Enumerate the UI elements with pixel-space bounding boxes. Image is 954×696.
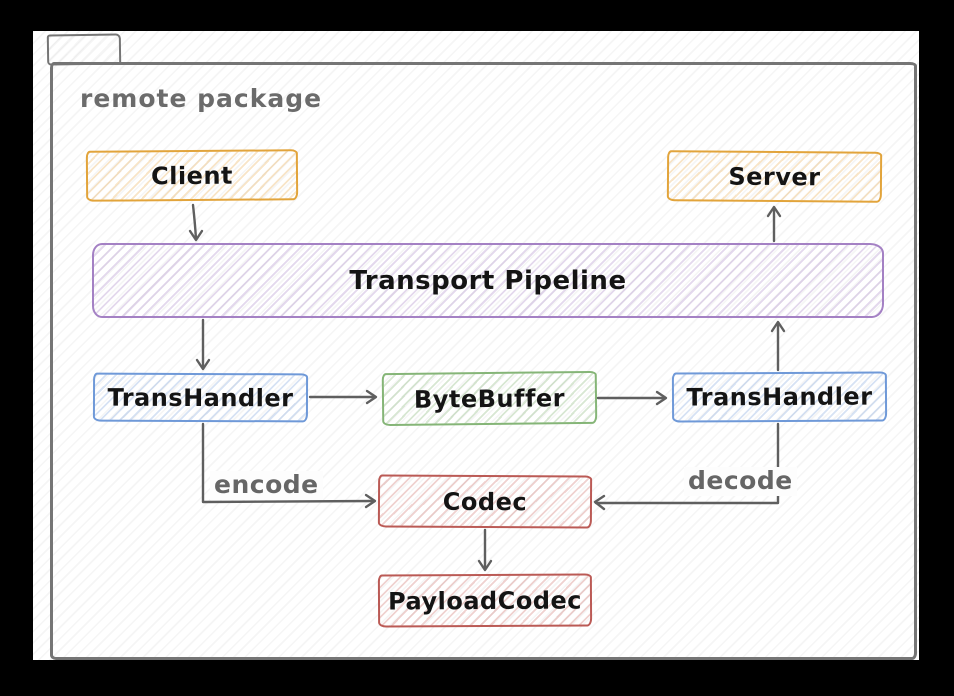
- node-bytebuffer-label: ByteBuffer: [413, 383, 566, 414]
- package-folder-body-shape: [50, 62, 917, 660]
- node-transhandler-left-label: TransHandler: [107, 383, 294, 412]
- node-payloadcodec-label: PayloadCodec: [387, 585, 583, 616]
- node-transhandler-right-label: TransHandler: [686, 382, 873, 412]
- node-transhandler-left: TransHandler: [92, 372, 309, 423]
- node-client-label: Client: [150, 161, 234, 190]
- node-bytebuffer: ByteBuffer: [381, 370, 598, 427]
- node-transhandler-right: TransHandler: [671, 371, 888, 423]
- package-folder-tab-shape: [46, 33, 122, 66]
- package-title: remote package: [80, 84, 323, 113]
- node-client: Client: [85, 149, 299, 202]
- node-codec-label: Codec: [442, 487, 528, 516]
- node-payloadcodec: PayloadCodec: [377, 573, 593, 628]
- edge-label-encode: encode: [210, 470, 323, 500]
- node-transport-pipeline: Transport Pipeline: [92, 243, 884, 318]
- node-transport-pipeline-label: Transport Pipeline: [349, 265, 627, 296]
- diagram-canvas: [33, 31, 919, 660]
- node-codec: Codec: [377, 474, 593, 529]
- node-server: Server: [666, 150, 883, 203]
- node-server-label: Server: [728, 162, 821, 191]
- edge-label-decode: decode: [684, 466, 797, 496]
